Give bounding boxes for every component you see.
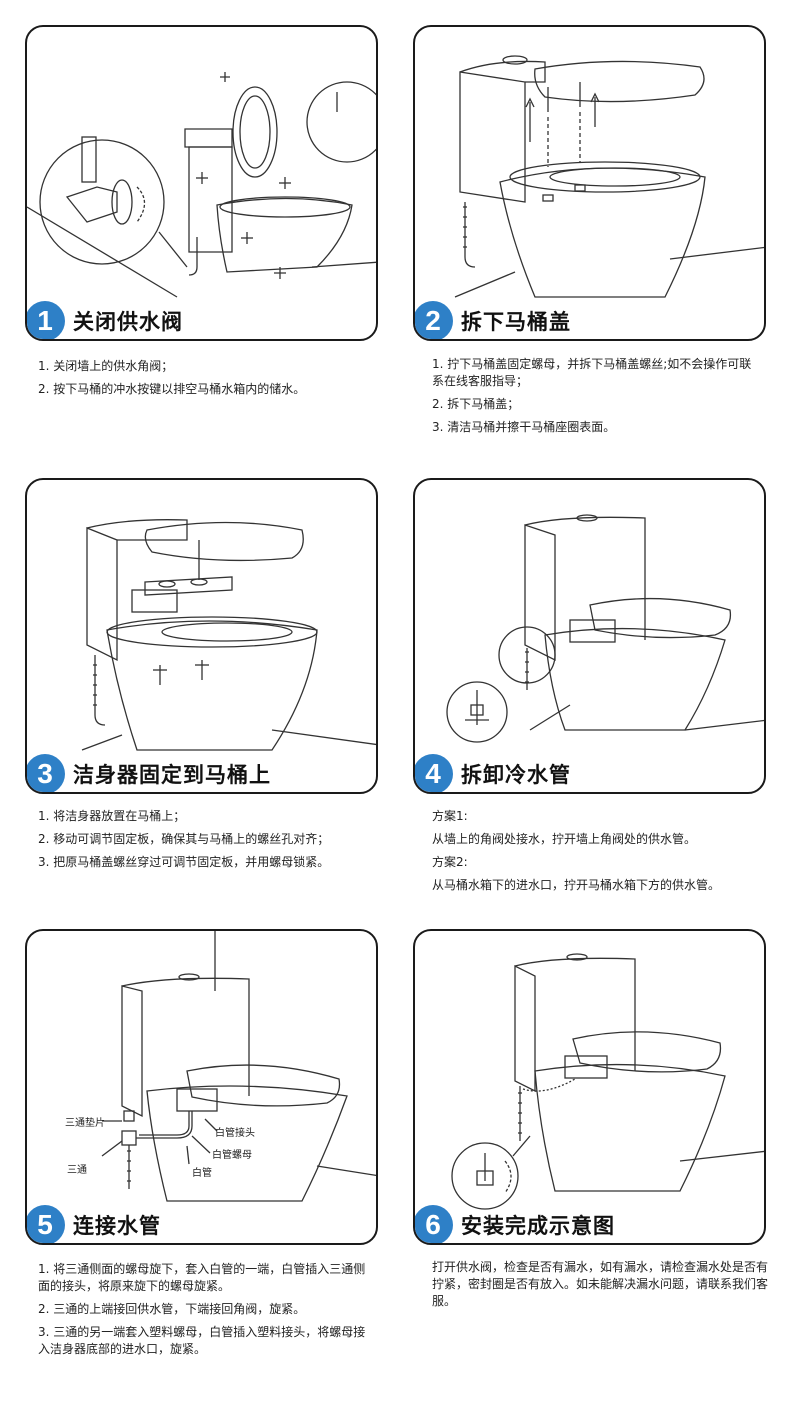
step-2-number: 2: [415, 301, 453, 339]
step-3-illustration: [81, 519, 376, 751]
step-6-description: 打开供水阀，检查是否有漏水，如有漏水，请检查漏水处是否有拧紧，密封圈是否有放入。…: [432, 1259, 768, 1316]
step-4-illustration: [446, 514, 764, 743]
step-5-title: 连接水管: [73, 1214, 161, 1238]
step-1-panel: 1 关闭供水阀: [25, 25, 378, 341]
step-5-number: 5: [27, 1205, 65, 1243]
step-1-heading: 1 关闭供水阀: [27, 301, 183, 339]
step-2-line: 1. 拧下马桶盖固定螺母，并拆下马桶盖螺丝;如不会操作可联系在线客服指导；: [432, 357, 752, 388]
step-6-panel: 6 安装完成示意图: [413, 929, 766, 1245]
step-3-line: 2. 移动可调节固定板，确保其与马桶上的螺丝孔对齐；: [38, 832, 330, 846]
step-4-panel: 4 拆卸冷水管: [413, 478, 766, 794]
step-2-description: 1. 拧下马桶盖固定螺母，并拆下马桶盖螺丝;如不会操作可联系在线客服指导； 2.…: [432, 356, 758, 442]
step-4-title: 拆卸冷水管: [461, 763, 571, 787]
step-3-description: 1. 将洁身器放置在马桶上； 2. 移动可调节固定板，确保其与马桶上的螺丝孔对齐…: [38, 808, 378, 877]
step-4-description: 方案1: 从墙上的角阀处接水，拧开墙上角阀处的供水管。 方案2: 从马桶水箱下的…: [432, 808, 772, 900]
step-2-title: 拆下马桶盖: [461, 310, 571, 334]
step-2-line: 2. 拆下马桶盖；: [432, 397, 520, 411]
step-4-line: 方案2:: [432, 855, 468, 869]
step-4-heading: 4 拆卸冷水管: [415, 754, 571, 792]
step-6-line: 打开供水阀，检查是否有漏水，如有漏水，请检查漏水处是否有拧紧，密封圈是否有放入。…: [432, 1260, 769, 1308]
step-4-line: 从墙上的角阀处接水，拧开墙上角阀处的供水管。: [432, 832, 697, 846]
step-3-line: 3. 把原马桶盖螺丝穿过可调节固定板，并用螺母锁紧。: [38, 855, 330, 869]
step-2-panel: 2 拆下马桶盖: [413, 25, 766, 341]
step-1-number: 1: [27, 301, 65, 339]
step-5-illustration: [101, 931, 376, 1202]
step-3-panel: 3 洁身器固定到马桶上: [25, 478, 378, 794]
step-5-line: 2. 三通的上端接回供水管，下端接回角阀，旋紧。: [38, 1302, 306, 1316]
step-1-title: 关闭供水阀: [73, 310, 183, 334]
white-pipe-nut-label: 白管螺母: [212, 1150, 252, 1161]
white-pipe-joint-label: 白管接头: [215, 1128, 255, 1139]
step-2-heading: 2 拆下马桶盖: [415, 301, 571, 339]
step-6-number: 6: [415, 1205, 453, 1243]
step-5-description: 1. 将三通侧面的螺母旋下，套入白管的一端，白管插入三通侧面的接头，将原来旋下的…: [38, 1261, 376, 1364]
step-4-line: 方案1:: [432, 809, 468, 823]
white-pipe-label: 白管: [192, 1168, 212, 1179]
step-1-description: 1. 关闭墙上的供水角阀； 2. 按下马桶的冲水按键以排空马桶水箱内的储水。: [38, 358, 378, 404]
step-5-heading: 5 连接水管: [27, 1205, 161, 1243]
step-4-number: 4: [415, 754, 453, 792]
step-3-number: 3: [27, 754, 65, 792]
step-6-title: 安装完成示意图: [461, 1214, 615, 1238]
step-1-illustration: [27, 72, 376, 298]
step-5-line: 3. 三通的另一端套入塑料螺母，白管插入塑料接头，将螺母接入洁身器底部的进水口，…: [38, 1325, 366, 1356]
step-5-line: 1. 将三通侧面的螺母旋下，套入白管的一端，白管插入三通侧面的接头，将原来旋下的…: [38, 1262, 366, 1293]
step-1-line: 2. 按下马桶的冲水按键以排空马桶水箱内的储水。: [38, 382, 306, 396]
step-2-line: 3. 清洁马桶并擦干马桶座圈表面。: [432, 420, 616, 434]
step-1-line: 1. 关闭墙上的供水角阀；: [38, 359, 174, 373]
step-3-line: 1. 将洁身器放置在马桶上；: [38, 809, 186, 823]
step-2-illustration: [454, 55, 764, 298]
step-4-line: 从马桶水箱下的进水口，拧开马桶水箱下方的供水管。: [432, 878, 721, 892]
step-6-heading: 6 安装完成示意图: [415, 1205, 615, 1243]
step-3-heading: 3 洁身器固定到马桶上: [27, 754, 271, 792]
step-6-illustration: [451, 953, 764, 1210]
step-3-title: 洁身器固定到马桶上: [73, 763, 271, 787]
tee-gasket-label: 三通垫片: [65, 1118, 105, 1129]
tee-label: 三通: [67, 1165, 87, 1176]
step-5-panel: 三通垫片 三通 白管接头 白管螺母 白管 5 连接水管: [25, 929, 378, 1245]
